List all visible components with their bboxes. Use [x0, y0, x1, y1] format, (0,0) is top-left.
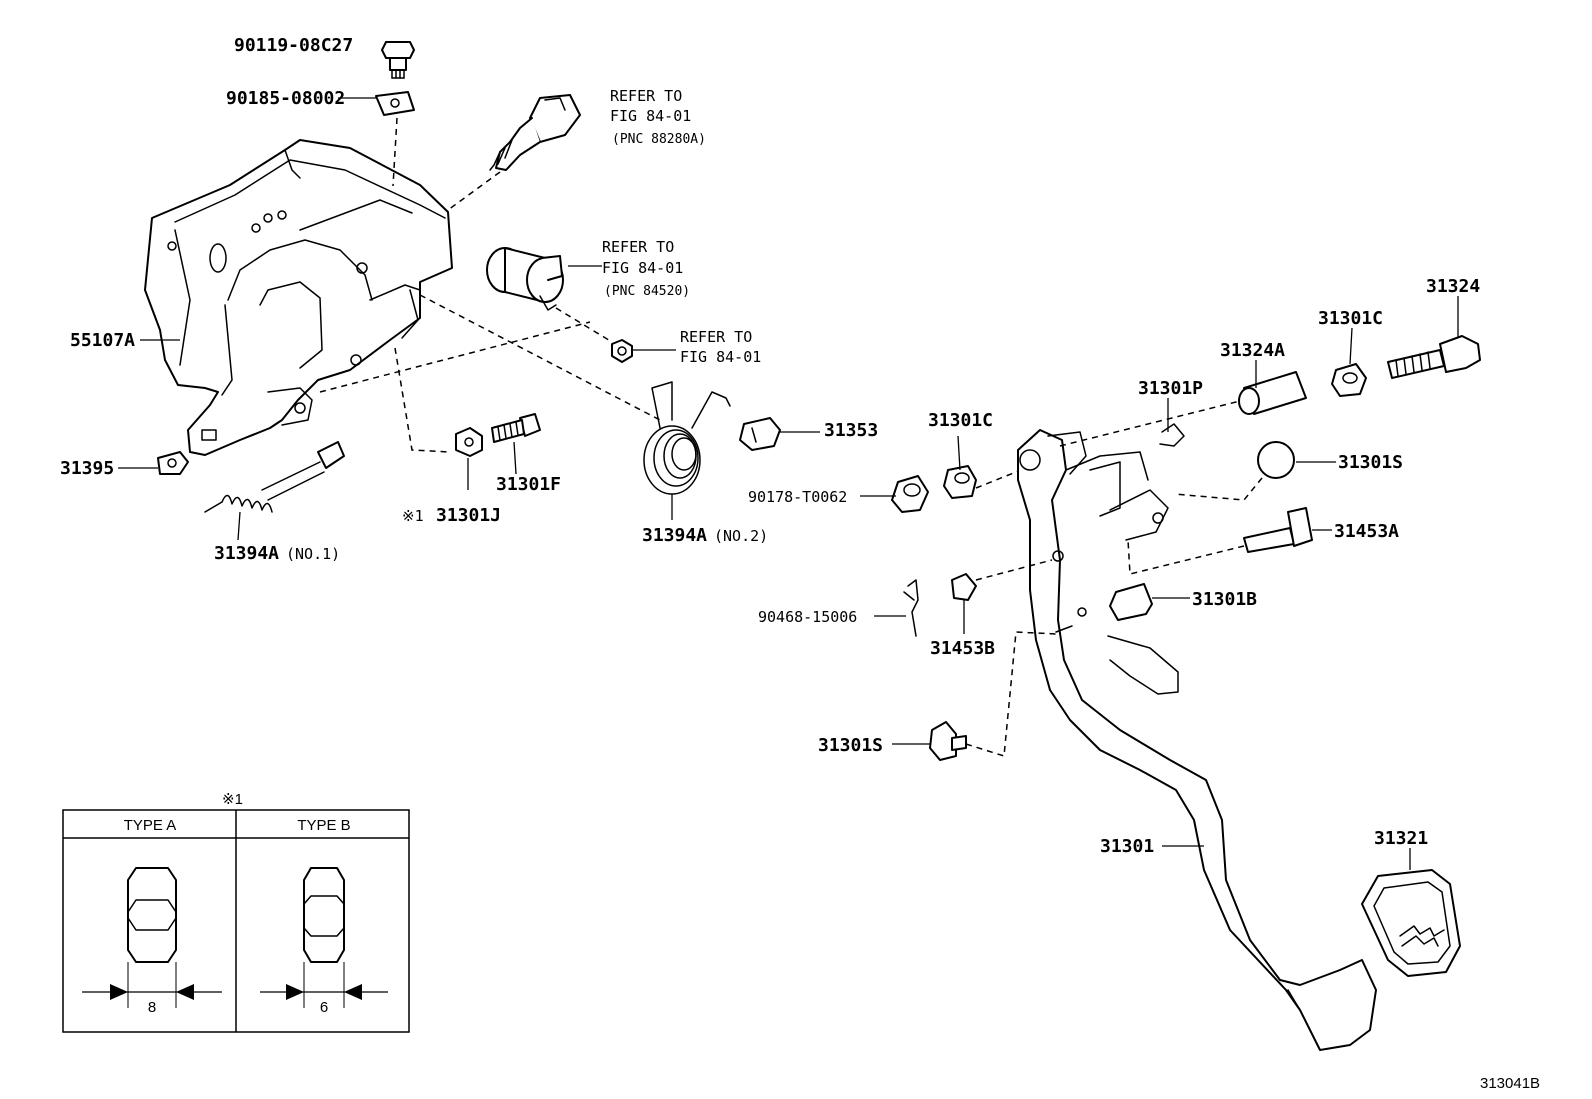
leader-dash-bracket-spring	[419, 294, 661, 421]
label-31453a: 31453A	[1334, 521, 1399, 542]
ref2-line1: REFER TO	[602, 238, 674, 256]
collar-31324a	[1238, 371, 1307, 415]
leader-dash-collar	[1059, 399, 1245, 447]
table-mark: ※1	[222, 791, 243, 808]
bushing-31353	[739, 417, 781, 451]
nut-31301j	[455, 427, 483, 457]
table-type-a: TYPE A	[124, 817, 177, 834]
ref3-line2: FIG 84-01	[680, 348, 761, 366]
reference-notes: REFER TO FIG 84-01 (PNC 88280A) REFER TO…	[602, 87, 761, 366]
label-no2: (NO.2)	[714, 527, 768, 545]
ref1-line3: (PNC 88280A)	[612, 132, 706, 147]
leader-dash-clip	[392, 117, 398, 187]
bolt-31324	[1387, 335, 1481, 379]
bolt-31301f	[491, 413, 541, 443]
label-31301p: 31301P	[1138, 378, 1203, 399]
return-spring-31394a-no1	[204, 441, 345, 513]
label-no1: (NO.1)	[286, 545, 340, 563]
part-labels: 90119-08C27 90185-08002 55107A 31395 313…	[60, 35, 1540, 1092]
ref3-line1: REFER TO	[680, 328, 752, 346]
label-31324: 31324	[1426, 276, 1480, 297]
leader-dash-pin	[1127, 539, 1245, 575]
nut-fig-84-01	[611, 339, 633, 363]
leader-dash-switch-1	[447, 171, 501, 211]
label-31301b: 31301B	[1192, 589, 1257, 610]
leader-dash-ball	[1173, 477, 1263, 501]
label-31301c-a: 31301C	[928, 410, 993, 431]
leader-dash-bracket-sensor	[319, 321, 591, 393]
clip-90468-15006	[903, 579, 919, 637]
clip-31395	[157, 451, 189, 475]
nut-type-a: 8	[82, 867, 222, 1016]
dim-type-a: 8	[148, 999, 156, 1016]
clutch-switch-sensor	[486, 247, 564, 311]
pedal-arm-31301	[1017, 429, 1377, 1051]
label-31394a-no2: 31394A	[642, 525, 707, 546]
label-31301: 31301	[1100, 836, 1154, 857]
label-55107a: 55107A	[70, 330, 135, 351]
leader-dash-stopper	[965, 631, 1057, 757]
ball-31301s-a	[1257, 441, 1295, 479]
pedal-bracket-55107a	[144, 139, 453, 456]
stop-lamp-switch	[489, 94, 581, 171]
clip-90185-08002	[375, 91, 415, 116]
label-31301c-b: 31301C	[1318, 308, 1383, 329]
ref1-line2: FIG 84-01	[610, 107, 691, 125]
label-31394a-no1: 31394A	[214, 543, 279, 564]
dim-type-b: 6	[320, 999, 328, 1016]
label-31324a: 31324A	[1220, 340, 1285, 361]
label-31301f: 31301F	[496, 474, 561, 495]
label-31453b: 31453B	[930, 638, 995, 659]
collar-90178-t0062	[891, 475, 929, 513]
figure-id: 313041B	[1480, 1075, 1540, 1092]
table-type-b: TYPE B	[297, 817, 350, 834]
nut-type-b: 6	[260, 867, 388, 1016]
cushion-31301b	[1109, 583, 1153, 621]
leader-dash-31453b	[975, 559, 1053, 581]
pin-31453a	[1243, 507, 1313, 553]
label-mark-1: ※1	[402, 507, 424, 525]
ref2-line3: (PNC 84520)	[604, 284, 690, 299]
bolt-90119-08c27	[381, 41, 415, 79]
nut-type-table: ※1 TYPE A TYPE B 8 6	[62, 791, 410, 1033]
label-90119-08c27: 90119-08C27	[234, 35, 353, 56]
ref2-line2: FIG 84-01	[602, 259, 683, 277]
label-31353: 31353	[824, 420, 878, 441]
leader-dash-sensor	[555, 307, 613, 343]
ref1-line1: REFER TO	[610, 87, 682, 105]
label-31301s-b: 31301S	[818, 735, 883, 756]
leader-lines	[118, 97, 1459, 870]
label-90185-08002: 90185-08002	[226, 88, 345, 109]
label-31395: 31395	[60, 458, 114, 479]
label-31321: 31321	[1374, 828, 1428, 849]
label-31301s-a: 31301S	[1338, 452, 1403, 473]
clip-31301p	[1159, 423, 1185, 447]
bushing-31301c-b	[1331, 363, 1367, 397]
bushing-31301c-a	[943, 465, 977, 499]
return-spring-31394a-no2	[643, 381, 731, 495]
bushing-31453b	[951, 573, 977, 601]
pedal-pad-31321	[1361, 869, 1461, 977]
label-90468-15006: 90468-15006	[758, 608, 857, 626]
label-90178-t0062: 90178-T0062	[748, 488, 847, 506]
stopper-31301s-b	[929, 721, 967, 761]
label-31301j: 31301J	[436, 505, 501, 526]
leader-dash-bracket-nut	[394, 347, 451, 453]
